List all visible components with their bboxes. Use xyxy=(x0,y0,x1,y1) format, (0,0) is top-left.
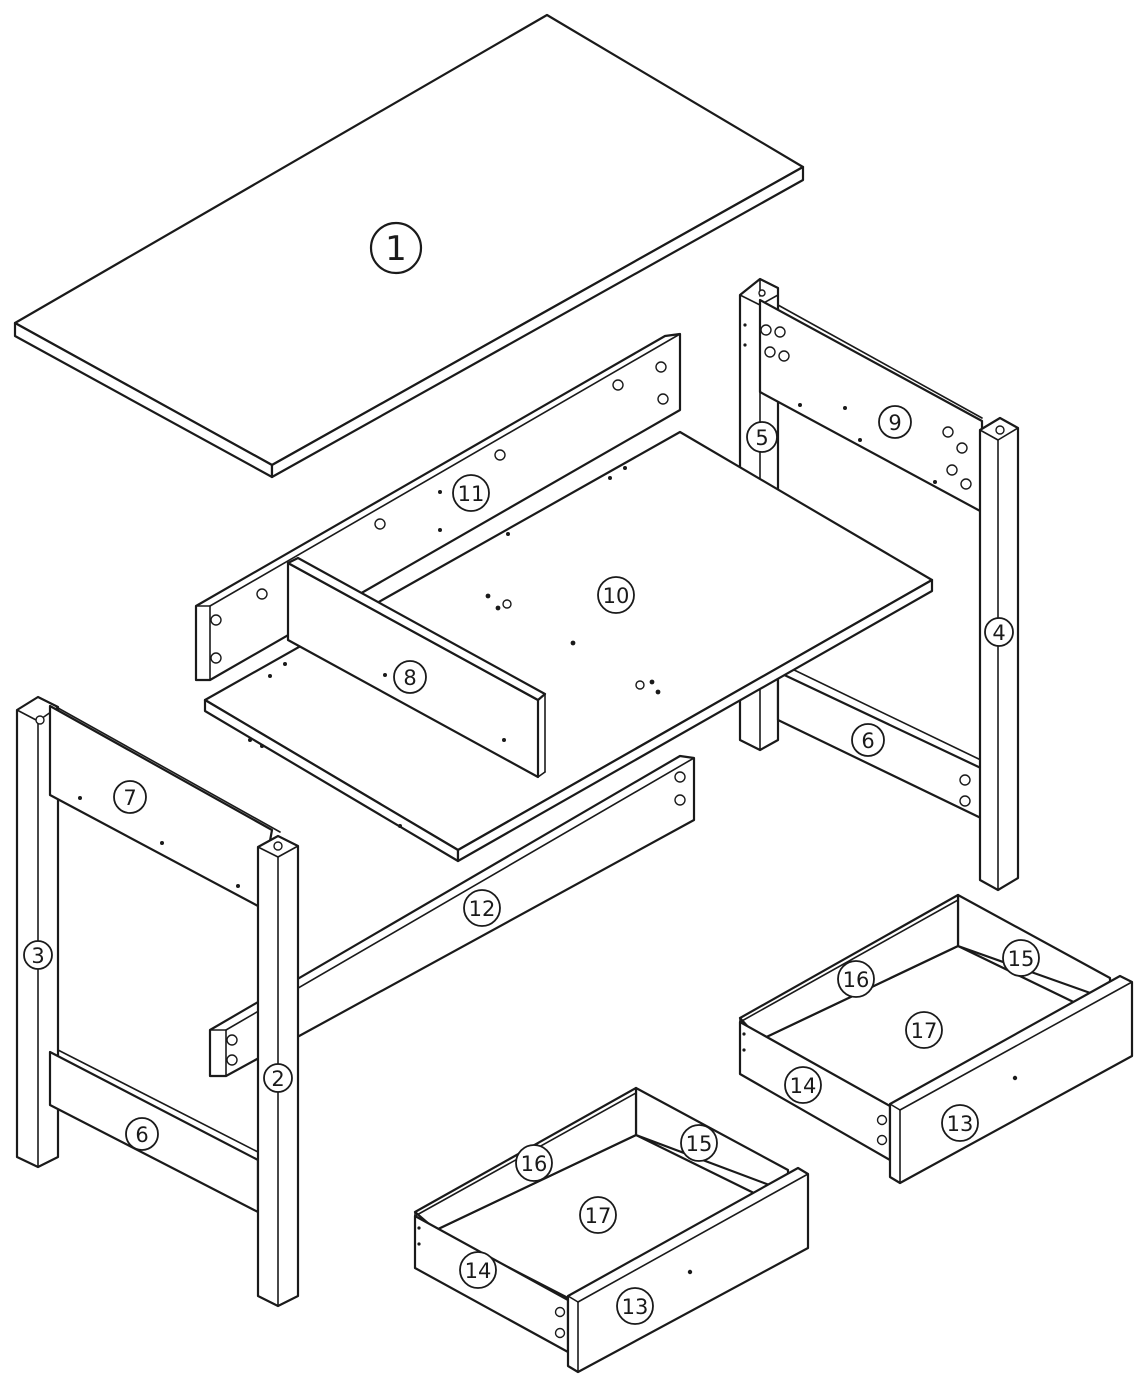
callout-6-left: 6 xyxy=(125,1117,159,1151)
callout-9: 9 xyxy=(878,405,912,439)
right-front-leg xyxy=(978,416,1020,892)
callout-label: 2 xyxy=(271,1067,284,1091)
callout-label: 13 xyxy=(947,1112,974,1136)
left-back-leg xyxy=(15,695,60,1169)
callout-label: 14 xyxy=(790,1074,817,1098)
callout-6-right: 6 xyxy=(851,723,885,757)
callout-12: 12 xyxy=(463,889,501,927)
callout-label: 10 xyxy=(603,584,630,608)
callout-1: 1 xyxy=(369,221,423,275)
callout-17-drawer-bottom: 17 xyxy=(579,1196,617,1234)
callout-10: 10 xyxy=(597,576,635,614)
drawer-bottom xyxy=(413,1086,810,1374)
right-upper-panel xyxy=(743,298,984,514)
callout-label: 3 xyxy=(31,944,44,968)
callout-13-drawer-right: 13 xyxy=(941,1104,979,1142)
callout-label: 15 xyxy=(686,1132,713,1156)
callout-8: 8 xyxy=(393,660,427,694)
callout-label: 1 xyxy=(385,229,407,269)
callout-16-drawer-bottom: 16 xyxy=(515,1144,553,1182)
callout-label: 14 xyxy=(465,1259,492,1283)
callout-4: 4 xyxy=(984,617,1014,647)
callout-label: 16 xyxy=(843,968,870,992)
callout-16-drawer-right: 16 xyxy=(837,960,875,998)
callout-17-drawer-right: 17 xyxy=(905,1011,943,1049)
callout-14-drawer-bottom: 14 xyxy=(459,1251,497,1289)
callout-3: 3 xyxy=(23,940,53,970)
callout-11: 11 xyxy=(452,474,490,512)
callout-label: 6 xyxy=(861,729,874,753)
callout-label: 4 xyxy=(992,621,1005,645)
callout-label: 17 xyxy=(585,1204,612,1228)
callout-label: 9 xyxy=(888,411,901,435)
callout-label: 16 xyxy=(521,1152,548,1176)
callout-label: 5 xyxy=(755,426,768,450)
desk-shelf xyxy=(203,430,934,863)
callout-label: 7 xyxy=(123,786,136,810)
callout-label: 13 xyxy=(622,1295,649,1319)
front-rail xyxy=(208,754,696,1078)
callout-label: 6 xyxy=(135,1123,148,1147)
callout-15-drawer-bottom: 15 xyxy=(680,1124,718,1162)
callout-label: 8 xyxy=(403,666,416,690)
callout-14-drawer-right: 14 xyxy=(784,1066,822,1104)
callout-label: 11 xyxy=(458,482,485,506)
callout-13-drawer-bottom: 13 xyxy=(616,1287,654,1325)
callout-label: 17 xyxy=(911,1019,938,1043)
callout-label: 15 xyxy=(1008,947,1035,971)
callout-5: 5 xyxy=(746,421,778,453)
callout-label: 12 xyxy=(469,897,496,921)
callout-7: 7 xyxy=(113,780,147,814)
callout-15-drawer-right: 15 xyxy=(1002,939,1040,977)
callout-2: 2 xyxy=(263,1063,293,1093)
